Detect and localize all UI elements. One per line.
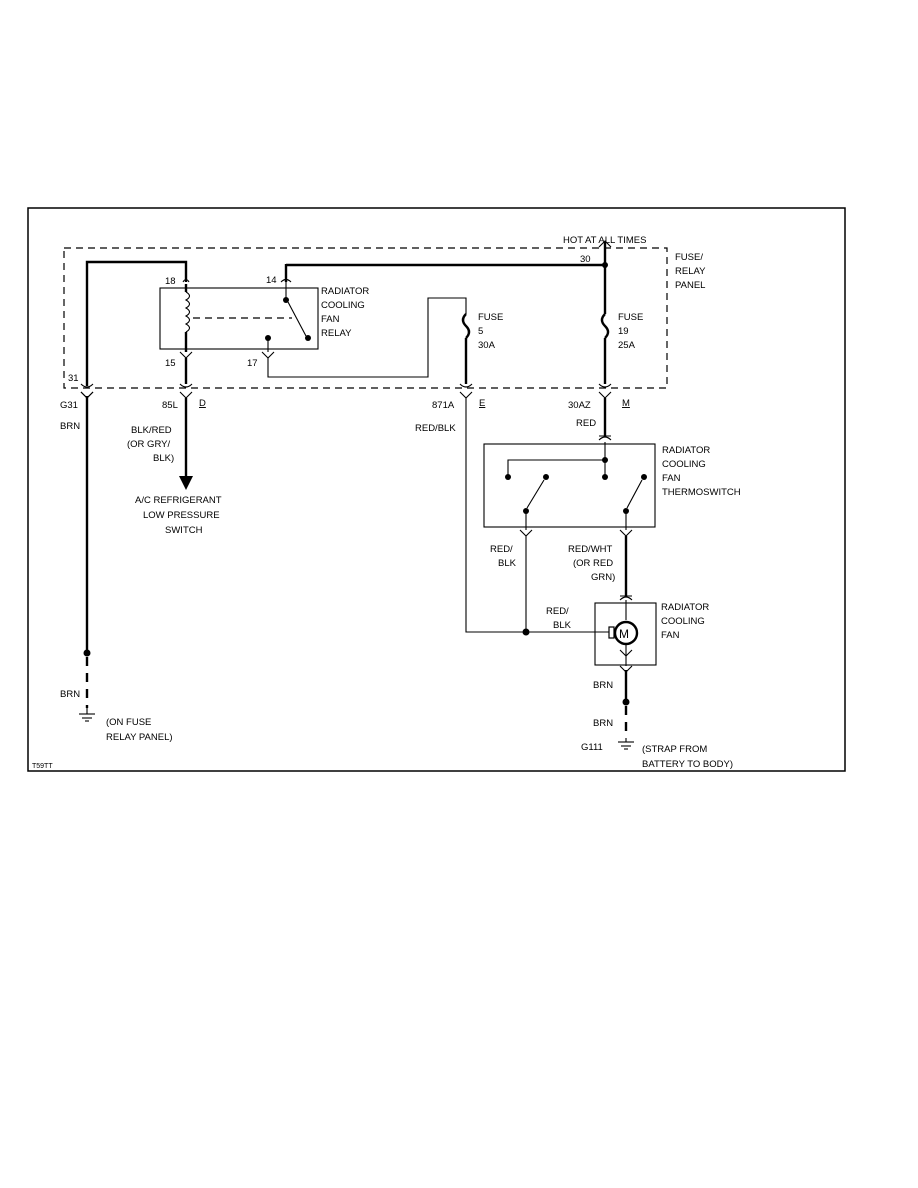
- svg-text:FAN: FAN: [321, 314, 340, 325]
- ground-right-id: G111: [581, 742, 603, 753]
- pin-17-label: 17: [247, 358, 258, 369]
- connector-30az-label: 30AZ: [568, 400, 591, 411]
- fuse-relay-panel-boundary: [63, 247, 668, 389]
- ground-left-icon: [79, 708, 95, 722]
- svg-text:30A: 30A: [478, 340, 496, 351]
- wire-brn-fan1-label: BRN: [593, 680, 613, 691]
- pin-14-label: 14: [266, 275, 277, 286]
- panel-label: FUSE/ RELAY PANEL: [675, 252, 706, 291]
- wire-red-blk-fuse: [465, 398, 525, 633]
- svg-text:(OR RED: (OR RED: [573, 558, 613, 569]
- pin-15-label: 15: [165, 358, 176, 369]
- wire-red-label: RED: [576, 418, 596, 429]
- svg-text:FUSE: FUSE: [618, 312, 643, 323]
- hot-at-all-times-label: HOT AT ALL TIMES: [563, 235, 646, 246]
- svg-text:M: M: [619, 627, 629, 641]
- relay-coil: [179, 278, 193, 359]
- svg-text:COOLING: COOLING: [661, 616, 705, 627]
- connector-d: [179, 383, 193, 399]
- wire-brn-left-lower-label: BRN: [60, 689, 80, 700]
- svg-text:RADIATOR: RADIATOR: [661, 602, 709, 613]
- svg-text:PANEL: PANEL: [675, 280, 705, 291]
- thermoswitch-contacts: [505, 442, 647, 537]
- fan-relay-box: [159, 287, 319, 350]
- wire-blk-red-label: BLK/RED (OR GRY/ BLK): [127, 425, 174, 464]
- connector-d-label: D: [199, 398, 206, 409]
- pin-30-label: 30: [580, 254, 591, 265]
- fuse-19-label: FUSE 19 25A: [618, 312, 643, 351]
- wire-brn-left-label: BRN: [60, 421, 80, 432]
- figure-id: T59TT: [32, 763, 53, 770]
- splice-right: [622, 698, 630, 706]
- svg-text:RED/: RED/: [490, 544, 513, 555]
- svg-text:BLK): BLK): [153, 453, 174, 464]
- pin-18-label: 18: [165, 276, 176, 287]
- ground-left-label: (ON FUSE RELAY PANEL): [106, 717, 173, 743]
- svg-text:RED/WHT: RED/WHT: [568, 544, 613, 555]
- svg-text:BLK: BLK: [553, 620, 572, 631]
- svg-text:SWITCH: SWITCH: [165, 525, 203, 536]
- svg-text:RADIATOR: RADIATOR: [662, 445, 710, 456]
- arrow-to-ac-switch: [179, 476, 193, 490]
- connector-thermo-top: [598, 435, 612, 441]
- splice-left: [83, 649, 91, 657]
- connector-31: [80, 383, 94, 399]
- wire-red-blk-thermo-label: RED/ BLK: [490, 544, 517, 569]
- wire-ground-to-relay-18: [85, 260, 188, 386]
- wire-brn-fan2-label: BRN: [593, 718, 613, 729]
- wire-red-wht-label: RED/WHT (OR RED GRN): [568, 544, 615, 583]
- fuse-5-label: FUSE 5 30A: [478, 312, 503, 351]
- svg-text:GRN): GRN): [591, 572, 615, 583]
- fan-motor-icon: M: [608, 600, 639, 673]
- svg-text:LOW PRESSURE: LOW PRESSURE: [143, 510, 220, 521]
- svg-text:BLK: BLK: [498, 558, 517, 569]
- svg-text:RADIATOR: RADIATOR: [321, 286, 369, 297]
- svg-text:COOLING: COOLING: [662, 459, 706, 470]
- ac-switch-label: A/C REFRIGERANT LOW PRESSURE SWITCH: [135, 495, 222, 536]
- svg-text:COOLING: COOLING: [321, 300, 365, 311]
- connector-m-label: M: [622, 398, 630, 409]
- svg-text:RELAY: RELAY: [321, 328, 352, 339]
- svg-text:(ON FUSE: (ON FUSE: [106, 717, 151, 728]
- fan-label: RADIATOR COOLING FAN: [661, 602, 709, 641]
- connector-e-label: E: [479, 398, 485, 409]
- thermoswitch-box: [483, 443, 656, 528]
- svg-text:FAN: FAN: [662, 473, 681, 484]
- pin-31-label: 31: [68, 373, 79, 384]
- svg-text:A/C REFRIGERANT: A/C REFRIGERANT: [135, 495, 222, 506]
- svg-text:RELAY PANEL): RELAY PANEL): [106, 732, 173, 743]
- thermoswitch-label: RADIATOR COOLING FAN THERMOSWITCH: [662, 445, 741, 498]
- ground-right-icon: [618, 738, 634, 750]
- wire-relay-17-to-fuse5: [267, 297, 467, 378]
- svg-text:BATTERY TO BODY): BATTERY TO BODY): [642, 759, 733, 770]
- svg-text:RED/: RED/: [546, 606, 569, 617]
- wire-red-blk-fan-label: RED/ BLK: [546, 606, 572, 631]
- svg-text:FAN: FAN: [661, 630, 680, 641]
- connector-fan-top: [619, 595, 633, 601]
- svg-text:19: 19: [618, 326, 629, 337]
- connector-85l-label: 85L: [162, 400, 178, 411]
- fuse-5: [459, 313, 473, 399]
- svg-text:(OR GRY/: (OR GRY/: [127, 439, 170, 450]
- svg-text:RELAY: RELAY: [675, 266, 706, 277]
- connector-871a-label: 871A: [432, 400, 455, 411]
- svg-text:THERMOSWITCH: THERMOSWITCH: [662, 487, 741, 498]
- ground-right-label: (STRAP FROM BATTERY TO BODY): [642, 744, 733, 770]
- relay-label: RADIATOR COOLING FAN RELAY: [321, 286, 369, 339]
- diagram-frame: [27, 207, 846, 772]
- svg-text:5: 5: [478, 326, 483, 337]
- svg-text:25A: 25A: [618, 340, 636, 351]
- connector-g31-label: G31: [60, 400, 78, 411]
- svg-text:FUSE: FUSE: [478, 312, 503, 323]
- svg-text:BLK/RED: BLK/RED: [131, 425, 172, 436]
- svg-text:FUSE/: FUSE/: [675, 252, 703, 263]
- wire-red-blk-fuse-label: RED/BLK: [415, 423, 456, 434]
- relay-switch: [261, 264, 311, 359]
- svg-text:(STRAP FROM: (STRAP FROM: [642, 744, 707, 755]
- fuse-19: [598, 240, 612, 399]
